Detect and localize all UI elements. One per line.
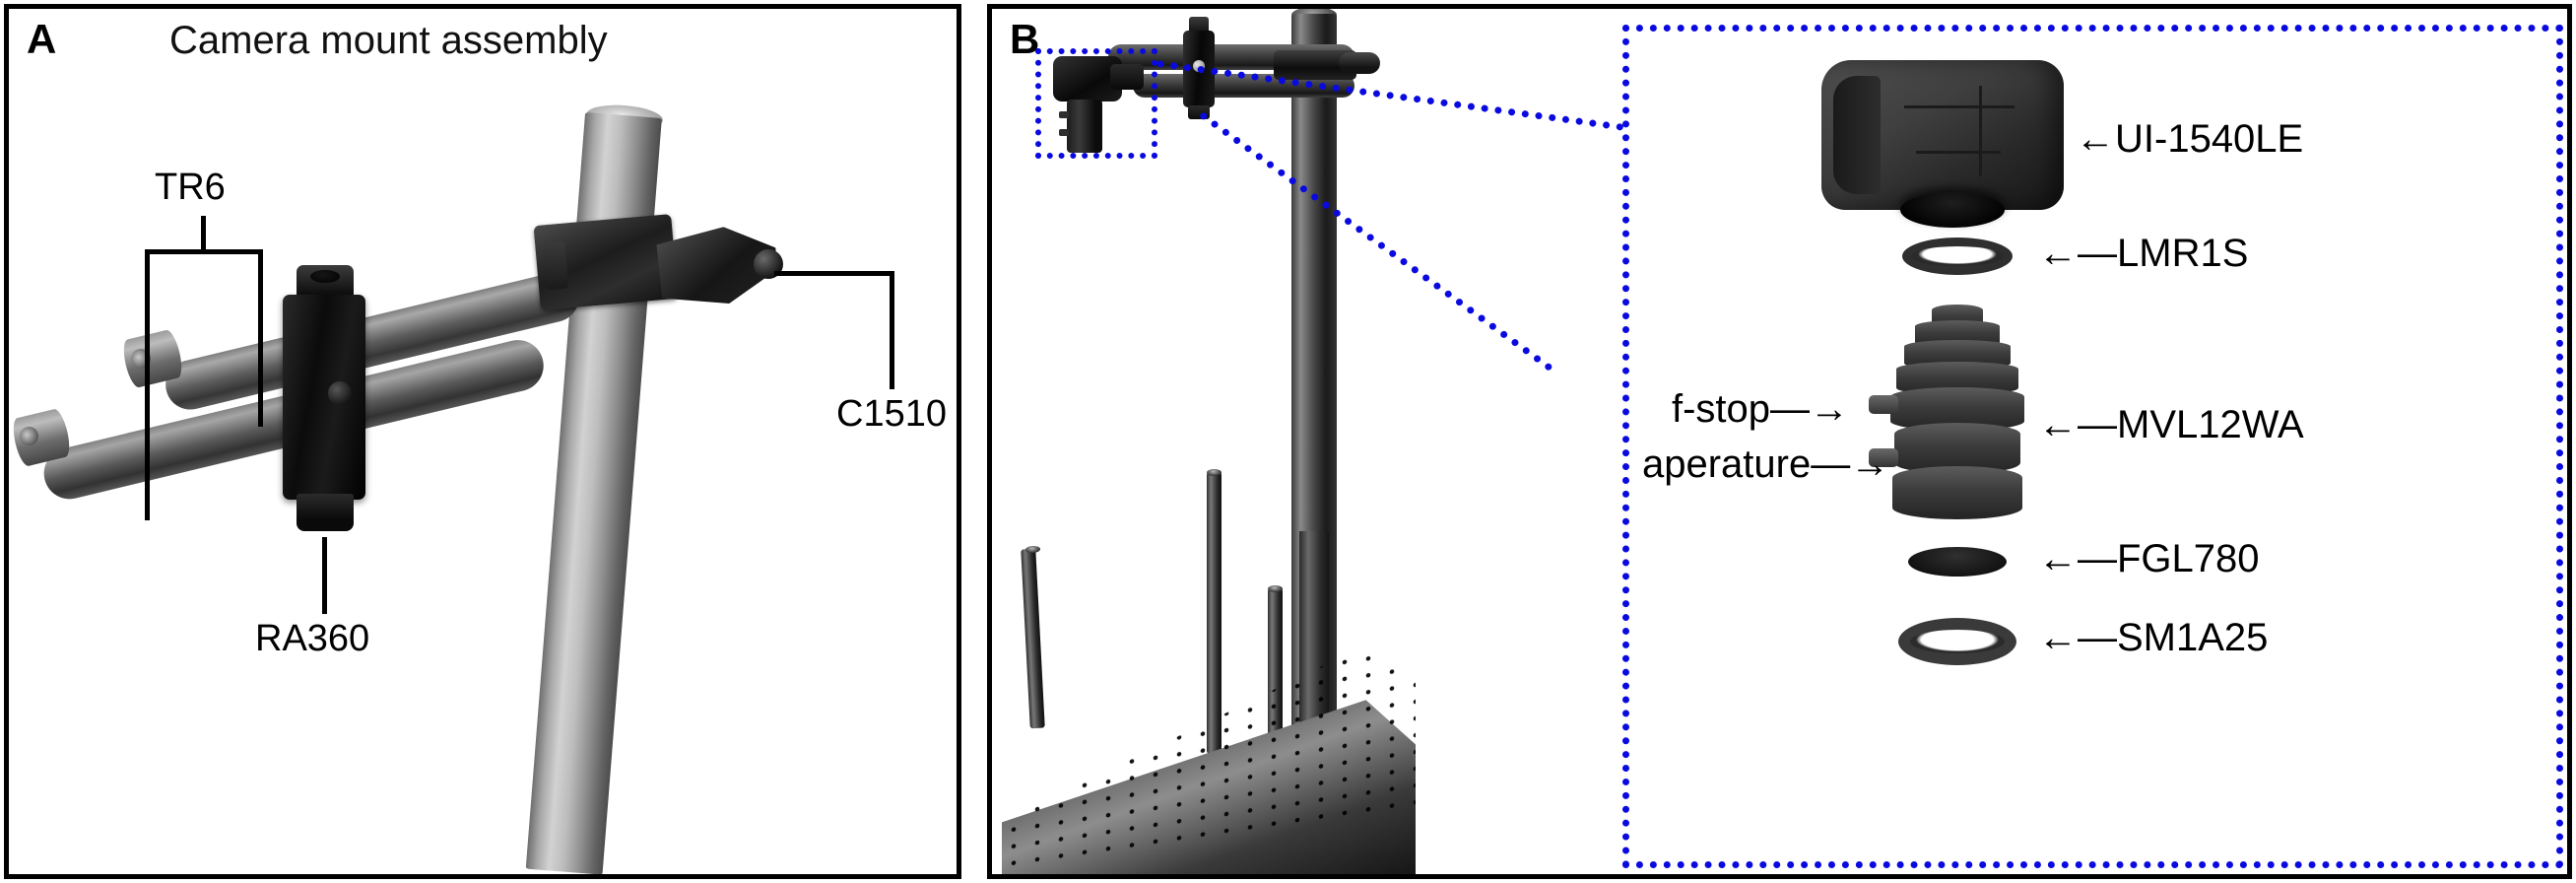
aperture-set-screw-icon (1869, 448, 1898, 467)
lens-barrel-section (1894, 423, 2020, 474)
c1510-leader-vertical (890, 271, 894, 389)
ra360-rotation-mount (283, 295, 365, 500)
right-angle-clamp-post (533, 214, 679, 310)
panel-b-render: ←UI-1540LE ←—LMR1S f-stop—→ aperature—→ … (992, 9, 2567, 874)
exploded-lmr1s-ring (1902, 238, 2013, 275)
optical-post-top-icon (1207, 469, 1222, 476)
exploded-fgl780-filter (1908, 547, 2007, 577)
label-aperature: aperature—→ (1642, 442, 1890, 486)
ra360-bottom-knob (297, 494, 354, 531)
camera-rear-connector (1110, 64, 1144, 90)
optical-post-top-icon (1024, 545, 1041, 554)
exploded-camera-body (1821, 60, 2064, 210)
clamp-screw-icon (549, 272, 566, 289)
lens-aperture-pin-icon (1059, 129, 1069, 136)
callout-source-box (1035, 48, 1157, 159)
panel-a-letter: A (27, 16, 57, 62)
tr6-leader-stem (201, 216, 206, 251)
camera-seam-icon (1916, 151, 2001, 154)
c1510-leader-horizontal (774, 271, 894, 276)
mid-rotation-clamp (1183, 31, 1215, 107)
mid-clamp-bottom-knob (1188, 105, 1210, 119)
tr6-bracket-left-leg (145, 249, 150, 520)
label-ui-1540le: ←UI-1540LE (2076, 117, 2304, 161)
ra360-leader-line (322, 537, 327, 614)
f-stop-set-screw-icon (1869, 395, 1898, 414)
panel-a-render: TR6 RA360 C1510 (9, 9, 957, 874)
label-sm1a25: ←—SM1A25 (2038, 616, 2269, 659)
mounted-lens (1067, 100, 1102, 153)
clamp-screw-icon (547, 244, 563, 262)
label-lmr1s: ←—LMR1S (2038, 232, 2249, 275)
tr6-bracket-top (145, 249, 263, 254)
post-clamp-knob (1339, 52, 1380, 74)
exploded-camera-mount-base (1900, 192, 2005, 228)
exploded-mvl12wa-lens (1869, 305, 2024, 519)
label-c1510: C1510 (836, 393, 947, 435)
panel-a-title: Camera mount assembly (169, 19, 608, 62)
optical-post (1207, 472, 1222, 754)
camera-seam-icon (1979, 86, 1982, 176)
panel-b: B (987, 4, 2572, 879)
lens-barrel-section (1892, 466, 2022, 519)
optical-post-top-icon (1268, 585, 1283, 592)
tr6-bracket-right-leg (258, 249, 263, 427)
callout-connector-lower (1198, 111, 1553, 373)
panel-b-letter: B (1010, 16, 1040, 62)
exploded-detail-box (1622, 25, 2563, 868)
lens-fstop-pin-icon (1059, 111, 1069, 118)
optical-post (1021, 548, 1045, 729)
exploded-sm1a25-adapter (1898, 618, 2016, 665)
label-fgl780: ←—FGL780 (2038, 537, 2260, 580)
label-tr6: TR6 (155, 167, 226, 208)
panel-a: A Camera mount assembly (4, 4, 961, 879)
label-f-stop: f-stop—→ (1672, 387, 1850, 431)
label-mvl12wa: ←—MVL12WA (2038, 403, 2304, 446)
camera-seam-icon (1904, 105, 2015, 108)
mid-clamp-top-knob (1189, 17, 1209, 34)
label-ra360: RA360 (255, 618, 370, 659)
